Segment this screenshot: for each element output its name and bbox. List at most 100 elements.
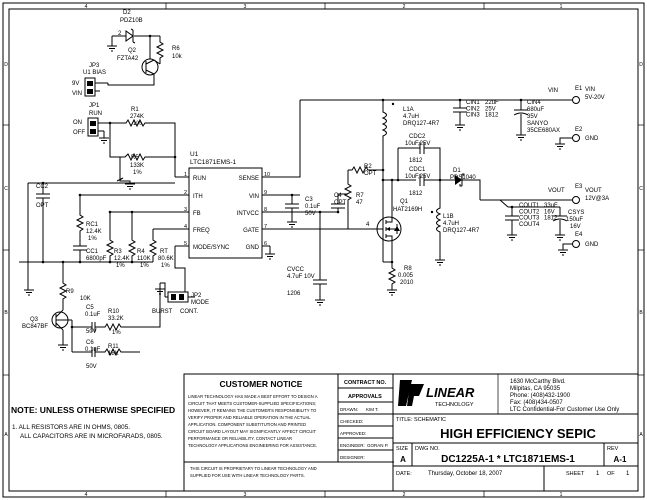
col-label: 2 <box>403 492 406 498</box>
cdc2-value: 10uF,25V <box>405 141 430 147</box>
u1-pin-name: GND <box>246 245 260 251</box>
u1-pin-name: FB <box>193 211 201 217</box>
engineer-value: GORAN P. <box>367 443 388 448</box>
supply-pins-area: C3 0.1uF 50V CVCC 4.7uF 10V 1206 C4 OPT … <box>265 100 383 306</box>
r8-ref: R8 <box>404 266 412 272</box>
e4-ref: E4 <box>575 232 583 238</box>
jp1-pos1: ON <box>73 120 82 126</box>
q3-part: BC847BF <box>22 324 48 330</box>
u1-pin-num: 6 <box>264 241 267 247</box>
title-block: CUSTOMER NOTICE LINEAR TECHNOLOGY HAS MA… <box>183 373 639 492</box>
jp2-name: MODE <box>191 300 209 306</box>
controller-ic-u1: U1 LTC1871EMS-1 RUN ITH FB FREQ MODE/SYN… <box>175 151 355 259</box>
address-line: Fax: (408)434-0507 <box>510 400 563 406</box>
notice-line: CIRCUIT THAT MEETS CUSTOMER-SUPPLIED SPE… <box>188 401 316 406</box>
jp1-ref: JP1 <box>89 103 100 109</box>
u1-pin-name: GATE <box>243 228 259 234</box>
l1a-value: 4.7uH <box>403 114 419 120</box>
vout-net-label: VOUT <box>548 188 565 194</box>
rev-value: A-1 <box>614 455 627 464</box>
notice-footer: SUPPLIED FOR USE WITH LINEAR TECHNOLOGY … <box>190 473 305 478</box>
e1-label: VIN <box>585 87 595 93</box>
q2-part: FZTA42 <box>117 56 139 62</box>
r11-value: 18K <box>108 351 119 357</box>
logo-sub: TECHNOLOGY <box>435 402 474 408</box>
jp2-ref: JP2 <box>191 293 202 299</box>
col-label: 1 <box>560 4 563 10</box>
e2-ref: E2 <box>575 127 583 133</box>
terminal-e2[interactable] <box>572 134 580 142</box>
u1-pin-num: 7 <box>264 224 267 230</box>
u1-pin-num: 4 <box>184 224 187 230</box>
size-label: SIZE <box>396 446 409 452</box>
l1b-part: DRQ127-4R7 <box>443 228 480 234</box>
r4-value: 110K <box>137 256 151 262</box>
r1-value: 274K <box>130 114 144 120</box>
sheet-num: 1 <box>596 471 600 477</box>
c4-value: OPT <box>334 200 347 206</box>
engineer-label: ENGINEER: <box>340 443 365 448</box>
e1-sub: 5V-20V <box>585 95 605 101</box>
rc1-tol: 1% <box>88 236 97 242</box>
u1-part: LTC1871EMS-1 <box>190 159 237 166</box>
cdc1-value: 10uF,25V <box>405 174 430 180</box>
d2-part: PDZ10B <box>120 18 143 24</box>
e3-label: VOUT <box>585 188 602 194</box>
designer-label: DESIGNER: <box>340 455 365 460</box>
q1-pin: 4 <box>366 222 370 228</box>
d2-ref: D2 <box>123 10 131 16</box>
c3-ref: C3 <box>305 197 313 203</box>
cc1-ref: CC1 <box>86 249 99 255</box>
compensation-network: CC2 OPT RC1 12.4K 1% CC1 6800pF R3 12.4K… <box>19 181 175 296</box>
l1b-value: 4.7uH <box>443 221 459 227</box>
r1-ref: R1 <box>131 107 139 113</box>
cvcc-size: 1206 <box>287 291 301 297</box>
address-line: 1630 McCarthy Blvd. <box>510 379 566 385</box>
sheet-label: SHEET <box>566 471 585 477</box>
terminal-e1[interactable] <box>572 96 580 104</box>
schottky-diode-d1 <box>455 175 462 185</box>
notes-block: NOTE: UNLESS OTHERWISE SPECIFIED 1. ALL … <box>11 405 175 440</box>
approved-label: APPROVED: <box>340 431 366 436</box>
r5-ref: R5 <box>131 155 139 161</box>
row-label: B <box>4 310 8 316</box>
dwg-number: DC1225A-1 * LTC1871EMS-1 <box>441 454 575 465</box>
terminal-e3[interactable] <box>572 196 580 204</box>
cin4-brand: SANYO <box>527 121 548 127</box>
e3-sub: 12V@3A <box>585 196 609 202</box>
sheet-title: HIGH EFFICIENCY SEPIC <box>440 426 596 441</box>
q1-part: HAT2169H <box>393 207 422 213</box>
cc1-value: 6800pF <box>86 256 107 262</box>
cin4-ref: CIN4 <box>527 100 541 106</box>
approvals: APPROVALS <box>348 394 382 400</box>
notice-line: LINEAR TECHNOLOGY HAS MADE A BEST EFFORT… <box>188 394 318 399</box>
terminal-e4[interactable] <box>572 240 580 248</box>
cdc2-size: 1812 <box>409 158 423 164</box>
u1-pin-name: RUN <box>193 176 206 182</box>
col-label: 2 <box>403 4 406 10</box>
d1-part: PDS1040 <box>450 175 476 181</box>
drawn-label: DRAWN: <box>340 407 358 412</box>
jp1-pos2: OFF <box>73 130 85 136</box>
col-label: 1 <box>560 492 563 498</box>
jumper-jp3[interactable] <box>84 77 96 97</box>
jumper-jp1[interactable] <box>87 117 99 137</box>
cc2-ref: CC2 <box>36 184 49 190</box>
cvcc-ref: CVCC <box>287 267 305 273</box>
cvcc-value: 4.7uF 10V <box>287 274 315 280</box>
r8-size: 2010 <box>400 280 414 286</box>
vin-net-label: VIN <box>548 88 558 94</box>
r10-value: 33.2K <box>108 316 124 322</box>
r4-ref: R4 <box>137 249 145 255</box>
l1b-ref: L1B <box>443 214 454 220</box>
checked-label: CHECKED: <box>340 419 363 424</box>
u1-pin-num: 2 <box>184 190 187 196</box>
row-label: D <box>639 62 643 68</box>
cdc1-size: 1812 <box>409 191 423 197</box>
notice-title: CUSTOMER NOTICE <box>220 379 303 389</box>
r3-tol: 1% <box>116 263 125 269</box>
